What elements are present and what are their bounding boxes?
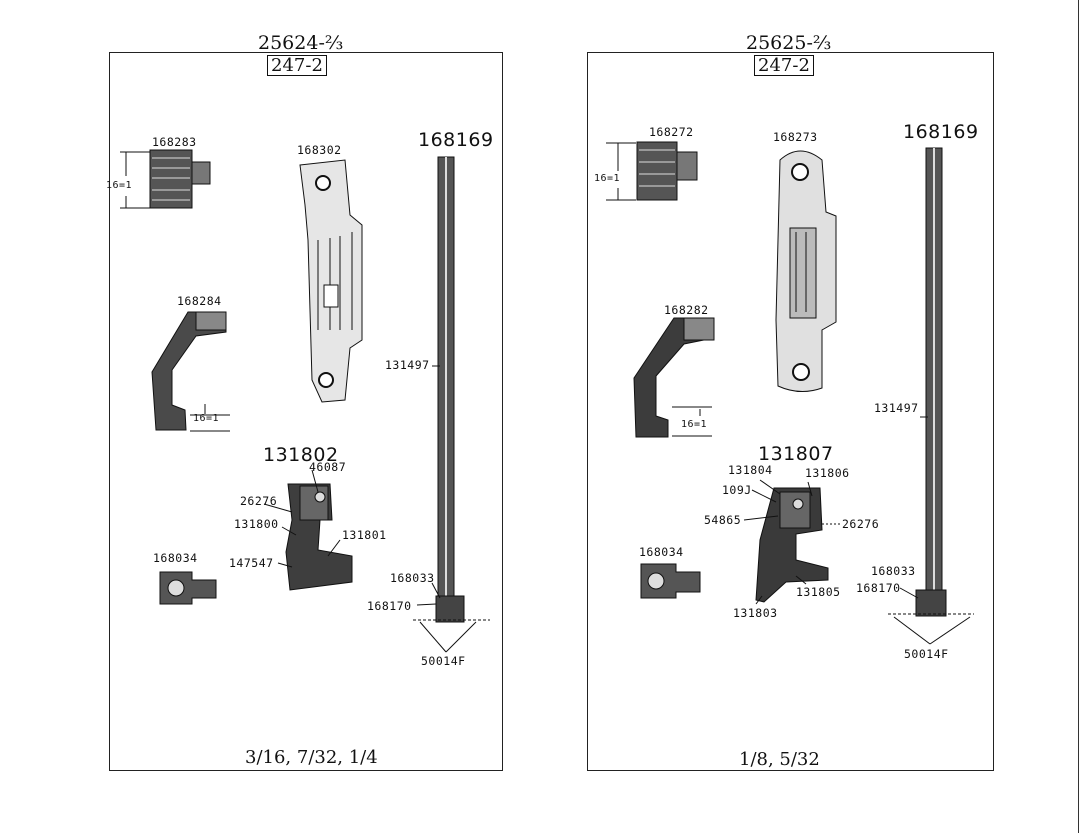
right-part-d-label: 131803 [733,606,778,620]
left-set-b-label: 168170 [367,599,412,613]
right-throat-plate-drawing [775,150,837,392]
right-screw-c-label: 26276 [842,517,880,531]
left-needle-bar-drawing [413,156,490,653]
left-feed-dog-drawing [149,149,211,209]
right-screws-label: 50014F [904,647,949,661]
left-presser-foot-drawing [263,469,353,591]
left-feed-gauge-label: 16=1 [106,180,133,191]
right-looper-drawing [633,317,715,438]
left-footer-sizes: 3/16, 7/32, 1/4 [245,747,378,768]
left-part-a-label: 131800 [234,517,279,531]
left-looper-drawing [151,311,230,432]
left-looper-gauge-label: 16=1 [193,413,220,424]
right-needle-bar-drawing [888,147,974,645]
right-set-b-label: 168170 [856,581,901,595]
left-screws-label: 50014F [421,654,466,668]
right-feed-dog-label: 168272 [649,125,694,139]
right-set-a-label: 168033 [871,564,916,578]
right-part-c-label: 131805 [796,585,841,599]
right-rod-mid-label: 131497 [874,401,919,415]
right-model-number: 25625-⅔ [746,32,832,54]
left-model-number: 25624-⅔ [258,32,344,54]
left-code-box: 247-2 [267,55,327,76]
left-clamp-label: 168034 [153,551,198,565]
left-rod-mid-label: 131497 [385,358,430,372]
right-throat-plate-label: 168273 [773,130,818,144]
left-assembly-number: 131802 [263,444,339,466]
right-needle-bar-number: 168169 [903,121,979,143]
left-screw-a-label: 46087 [309,460,347,474]
right-assembly-number: 131807 [758,443,834,465]
right-code-box: 247-2 [754,55,814,76]
left-part-c-label: 147547 [229,556,274,570]
right-clamp-drawing [640,563,701,599]
right-looper-label: 168282 [664,303,709,317]
right-feed-gauge-label: 16=1 [594,173,621,184]
right-feed-dog-drawing [636,141,698,201]
right-looper-gauge-label: 16=1 [681,419,708,430]
right-clamp-label: 168034 [639,545,684,559]
left-feed-dog-label: 168283 [152,135,197,149]
left-needle-bar-number: 168169 [418,129,494,151]
left-part-b-label: 131801 [342,528,387,542]
left-looper-label: 168284 [177,294,222,308]
right-screw-a-label: 109J [722,483,752,497]
left-throat-plate-drawing [299,159,363,403]
right-presser-foot-drawing [743,479,840,605]
left-throat-plate-label: 168302 [297,143,342,157]
right-screw-b-label: 54865 [704,513,742,527]
left-clamp-drawing [159,571,217,605]
right-part-a-label: 131804 [728,463,773,477]
left-screw-b-label: 26276 [240,494,278,508]
right-part-b-label: 131806 [805,466,850,480]
right-footer-sizes: 1/8, 5/32 [739,749,820,770]
left-set-a-label: 168033 [390,571,435,585]
